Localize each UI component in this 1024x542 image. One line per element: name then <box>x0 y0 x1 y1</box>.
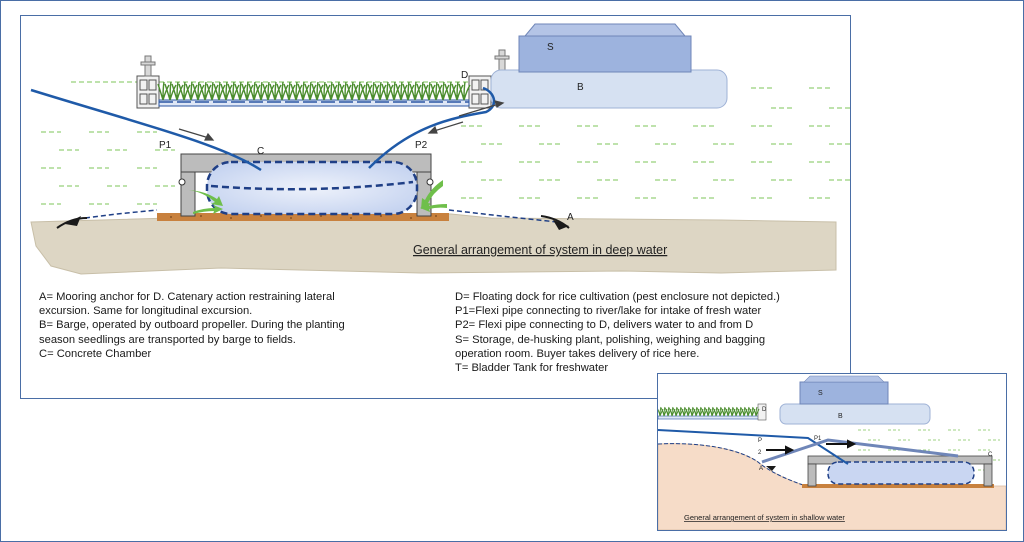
legend-right-column: D= Floating dock for rice cultivation (p… <box>455 290 780 375</box>
inset-label-b: B <box>838 413 843 420</box>
legend-line: P2= Flexi pipe connecting to D, delivers… <box>455 319 754 332</box>
legend-line: excursion. Same for longitudinal excursi… <box>39 305 253 318</box>
inset-ground-edge <box>658 443 807 487</box>
mooring-line-left <box>84 209 158 219</box>
tank-water-level <box>210 180 414 191</box>
green-inflow-arrows <box>189 180 447 214</box>
inset-label-c: C <box>988 452 993 458</box>
label-b: B <box>577 82 584 93</box>
rice-plants <box>157 81 471 101</box>
pipe-p1 <box>30 88 262 172</box>
label-d: D <box>461 70 468 81</box>
shallow-water-diagram: S B D P 2 P1 A C General arrangement of … <box>658 375 1006 530</box>
legend-line: S= Storage, de-husking plant, polishing,… <box>455 333 766 346</box>
inset-barge <box>779 403 931 425</box>
legend-line: season seedlings are transported by barg… <box>39 333 296 346</box>
legend-line: B= Barge, operated by outboard propeller… <box>39 319 345 332</box>
flow-arrows <box>178 100 505 141</box>
deep-water-title: General arrangement of system in deep wa… <box>413 243 667 257</box>
deep-water-diagram: S B D C P1 P2 A General arrangement of s… <box>30 23 850 275</box>
inset-flow-arrows <box>766 439 857 455</box>
label-p2: P2 <box>415 140 428 151</box>
anchor-right <box>540 215 570 230</box>
label-a: A <box>567 212 574 223</box>
gravel-bed <box>157 213 449 221</box>
mooring-points <box>178 178 434 186</box>
inset-label-p: P <box>758 438 762 444</box>
anchor-left <box>56 216 88 229</box>
floating-dock <box>136 75 492 109</box>
inset-label-d: D <box>762 407 767 413</box>
inset-label-a: A <box>759 466 763 472</box>
deep-water-panel: S B D C P1 P2 A General arrangement of s… <box>20 15 851 399</box>
inset-pipe-p1 <box>658 429 849 465</box>
inset-label-p1: P1 <box>814 436 822 442</box>
legend-left-column: A= Mooring anchor for D. Catenary action… <box>39 290 345 361</box>
pipe-p2 <box>368 86 496 169</box>
inset-storage-roof <box>803 375 885 383</box>
inset-rice-plants <box>658 406 760 417</box>
legend-line: P1=Flexi pipe connecting to river/lake f… <box>455 305 762 318</box>
storage-building <box>518 35 692 73</box>
shallow-water-title: General arrangement of system in shallow… <box>684 513 845 522</box>
barge <box>490 69 728 109</box>
inset-anchor <box>766 466 776 471</box>
label-c: C <box>257 146 264 157</box>
inset-label-2: 2 <box>758 450 762 456</box>
dock-posts <box>140 49 510 77</box>
inset-pipe-long <box>761 438 959 464</box>
label-s: S <box>547 42 554 53</box>
legend-line: D= Floating dock for rice cultivation (p… <box>455 291 780 303</box>
legend-line: C= Concrete Chamber <box>39 347 152 360</box>
mooring-line-right <box>448 209 558 223</box>
shallow-water-panel: S B D P 2 P1 A C General arrangement of … <box>657 373 1007 531</box>
legend-line: T= Bladder Tank for freshwater <box>455 362 609 375</box>
legend-line: A= Mooring anchor for D. Catenary action… <box>39 291 335 303</box>
label-p1: P1 <box>159 140 172 151</box>
inset-storage <box>799 381 889 405</box>
inset-label-s: S <box>818 390 823 397</box>
inset-gravel-bed <box>802 484 994 488</box>
inset-bladder-tank <box>827 461 975 485</box>
storage-roof <box>523 23 687 37</box>
gravel-dots <box>170 215 437 219</box>
water-surface-lines <box>41 81 850 205</box>
legend-line: operation room. Buyer takes delivery of … <box>455 347 700 360</box>
